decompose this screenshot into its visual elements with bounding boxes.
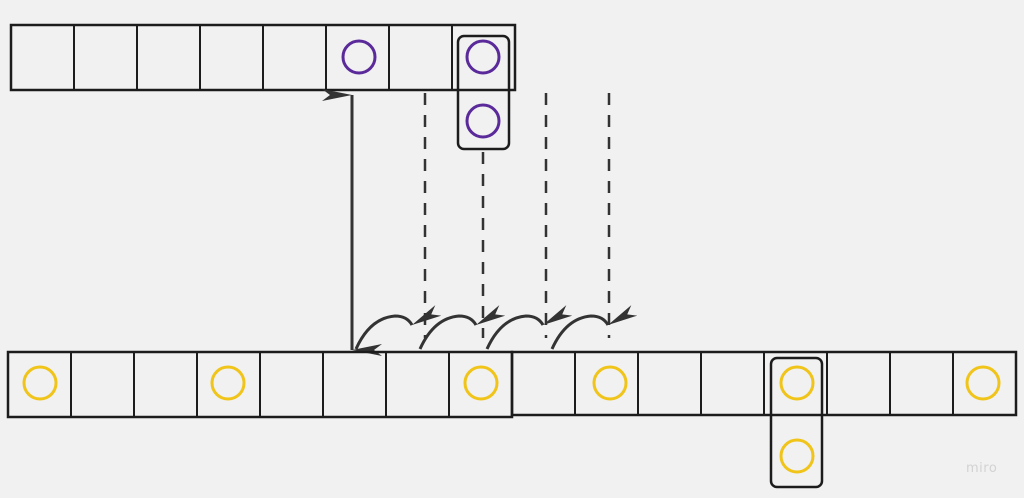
purple-marker-icon xyxy=(465,103,501,139)
yellow-marker-icon xyxy=(463,365,499,401)
bottom-array-left xyxy=(6,350,514,419)
highlighted-cell-box xyxy=(769,356,824,489)
bottom-left-dividers xyxy=(70,352,450,417)
yellow-marker-icon xyxy=(210,365,246,401)
purple-marker-icon xyxy=(465,39,501,75)
dashed-guides xyxy=(423,93,611,338)
bottom-right-dividers xyxy=(574,352,954,415)
purple-marker-icon xyxy=(341,39,377,75)
yellow-marker-icon xyxy=(779,365,815,401)
top-array-dividers xyxy=(73,25,453,90)
yellow-marker-icon xyxy=(965,365,1001,401)
miro-watermark: miro xyxy=(966,461,998,476)
curved-shift-arrow xyxy=(354,305,442,350)
yellow-marker-icon xyxy=(592,365,628,401)
bottom-array-right xyxy=(510,350,1018,489)
yellow-marker-icon xyxy=(779,438,815,474)
curved-shift-arrow xyxy=(485,305,573,350)
highlighted-cell-box xyxy=(456,34,511,151)
yellow-marker-icon xyxy=(22,365,58,401)
curved-shift-arrows xyxy=(354,305,638,350)
top-array xyxy=(9,23,517,151)
curved-shift-arrow xyxy=(550,305,638,350)
curved-shift-arrow xyxy=(418,305,506,350)
